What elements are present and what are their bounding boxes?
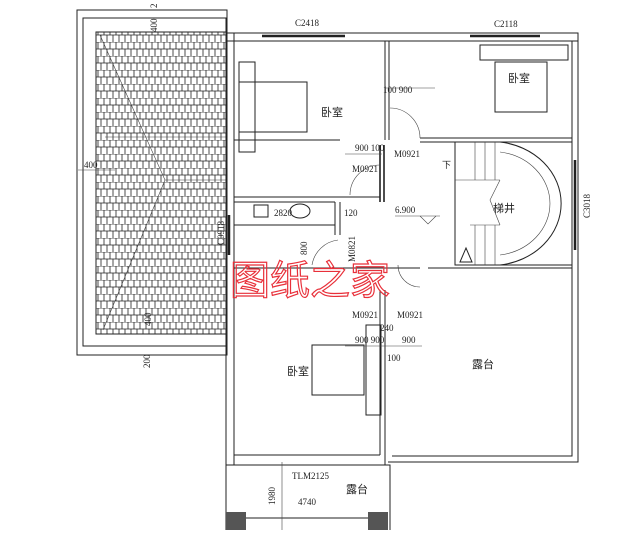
terrace-label: 露台 (472, 357, 494, 371)
balcony-label: 露台 (346, 482, 368, 496)
watermark: 图纸之家 (230, 258, 390, 304)
dimension: 900 (402, 335, 416, 345)
dimension: 4740 (298, 497, 317, 507)
dimension: 200 (142, 354, 152, 368)
room-bedroom-3: 卧室 (287, 364, 309, 378)
window-label: C0918 (216, 220, 226, 245)
door-label: M0821 (347, 236, 357, 262)
room-bedroom-1: 卧室 (321, 105, 343, 119)
dimensions: 100 900 900 100 2820 120 800 900 900 240… (84, 4, 435, 530)
dimension: 400 (143, 312, 153, 326)
dimension: 800 (299, 241, 309, 255)
door-label: M0921 (394, 149, 420, 159)
window-label: C3018 (582, 193, 592, 218)
door-label: M0921 (397, 310, 423, 320)
sliding-door-label: TLM2125 (292, 471, 329, 481)
furniture (238, 44, 569, 416)
dimension: 400 (149, 18, 159, 32)
dimension: 2 (149, 4, 159, 9)
walls (225, 32, 579, 530)
dimension: 2820 (274, 208, 293, 218)
dimension: 100 (387, 353, 401, 363)
door-label: M0921 (352, 310, 378, 320)
stair-down-label: 下 (442, 160, 451, 170)
room-bedroom-2: 卧室 (508, 71, 530, 85)
window-label: C2118 (494, 19, 518, 29)
room-labels: C2418 C2118 C3018 C0918 卧室 卧室 卧室 梯井 露台 露… (216, 18, 592, 496)
door-label: M0921 (352, 164, 378, 174)
dimension: 900 100 (355, 143, 385, 153)
dimension: 120 (344, 208, 358, 218)
dimension: 1980 (267, 487, 277, 506)
elevation-label: 6.900 (395, 205, 416, 215)
stairwell-label: 梯井 (493, 201, 515, 215)
dimension: 100 900 (383, 85, 413, 95)
dimension: 400 (84, 160, 98, 170)
roof-area (76, 9, 228, 356)
doors (311, 107, 421, 288)
dimension: 240 (380, 323, 394, 333)
dimension: 900 900 (355, 335, 385, 345)
window-label: C2418 (295, 18, 320, 28)
